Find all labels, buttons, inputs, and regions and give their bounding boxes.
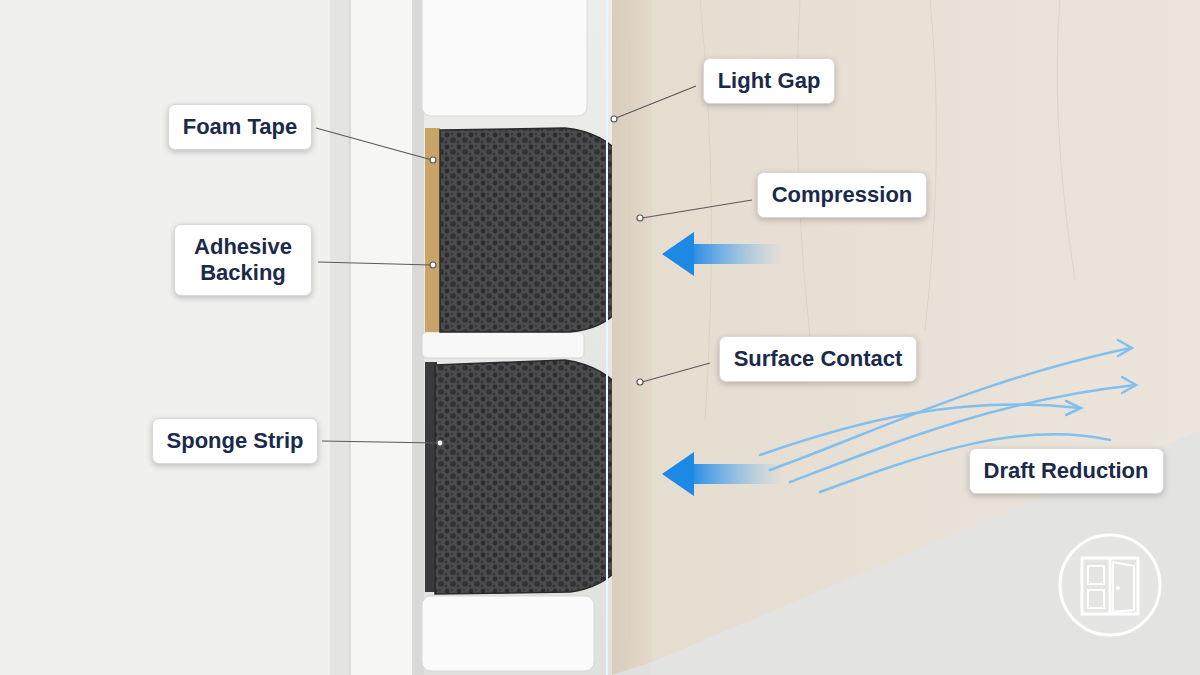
callout-text: Adhesive Backing: [189, 234, 297, 286]
leader-line: [616, 86, 696, 118]
leader-line: [642, 363, 710, 382]
callout-label: Surface Contact: [719, 336, 918, 382]
flow-head: [1118, 340, 1132, 356]
logo-ring: [1060, 535, 1160, 635]
leader-lines: [316, 86, 752, 446]
arrow-head: [662, 232, 694, 276]
logo-pane: [1088, 590, 1104, 608]
leader-dot: [430, 262, 436, 268]
compression-arrow: [662, 232, 783, 276]
callout-label: Compression: [757, 172, 928, 218]
frame-face: [0, 0, 330, 675]
callout-text: Compression: [772, 182, 913, 208]
leader-line: [322, 441, 438, 443]
flow-head: [1066, 401, 1081, 415]
leader-dot: [611, 116, 617, 122]
arrow-shaft: [688, 244, 783, 264]
callout-label: Adhesive Backing: [174, 224, 312, 296]
logo-door: [1113, 562, 1134, 612]
light-gap-line: [606, 0, 608, 675]
grain-line: [630, 40, 631, 640]
leader-line: [316, 128, 432, 160]
grain-line: [925, 0, 936, 330]
leader-dot: [430, 157, 436, 163]
flow-head: [1122, 377, 1136, 393]
callout-label: Light Gap: [703, 58, 836, 104]
leader-dot: [637, 215, 643, 221]
callout-text: Foam Tape: [183, 114, 298, 140]
callout-text: Sponge Strip: [167, 428, 304, 454]
callout-text: Light Gap: [718, 68, 821, 94]
arrow-shaft: [688, 464, 783, 484]
grain-line: [1057, 0, 1075, 280]
callout-label: Sponge Strip: [152, 418, 319, 464]
door-edge: [612, 0, 652, 675]
light-gap-glow: [603, 0, 612, 675]
logo-pane: [1088, 566, 1104, 584]
frame-block: [422, 332, 584, 358]
leader-line: [318, 262, 432, 265]
logo: [1060, 535, 1160, 635]
logo-divider: [1109, 558, 1112, 614]
frame-block: [422, 0, 587, 116]
callout-text: Draft Reduction: [984, 458, 1149, 484]
leader-line: [642, 200, 752, 218]
compression-arrow: [662, 452, 783, 496]
door-face: [652, 0, 1200, 662]
logo-knob: [1117, 587, 1120, 590]
callout-label: Foam Tape: [168, 104, 313, 150]
arrow-head: [662, 452, 694, 496]
frame-bevel: [330, 0, 350, 675]
frame-block: [422, 596, 594, 671]
leader-dot: [637, 379, 643, 385]
leader-dot: [437, 440, 443, 446]
logo-frame: [1082, 558, 1138, 614]
frame-stop: [350, 0, 420, 675]
callout-text: Surface Contact: [734, 346, 903, 372]
frame-edge: [349, 0, 351, 675]
callout-label: Draft Reduction: [969, 448, 1164, 494]
wood-grain: [630, 0, 1075, 640]
